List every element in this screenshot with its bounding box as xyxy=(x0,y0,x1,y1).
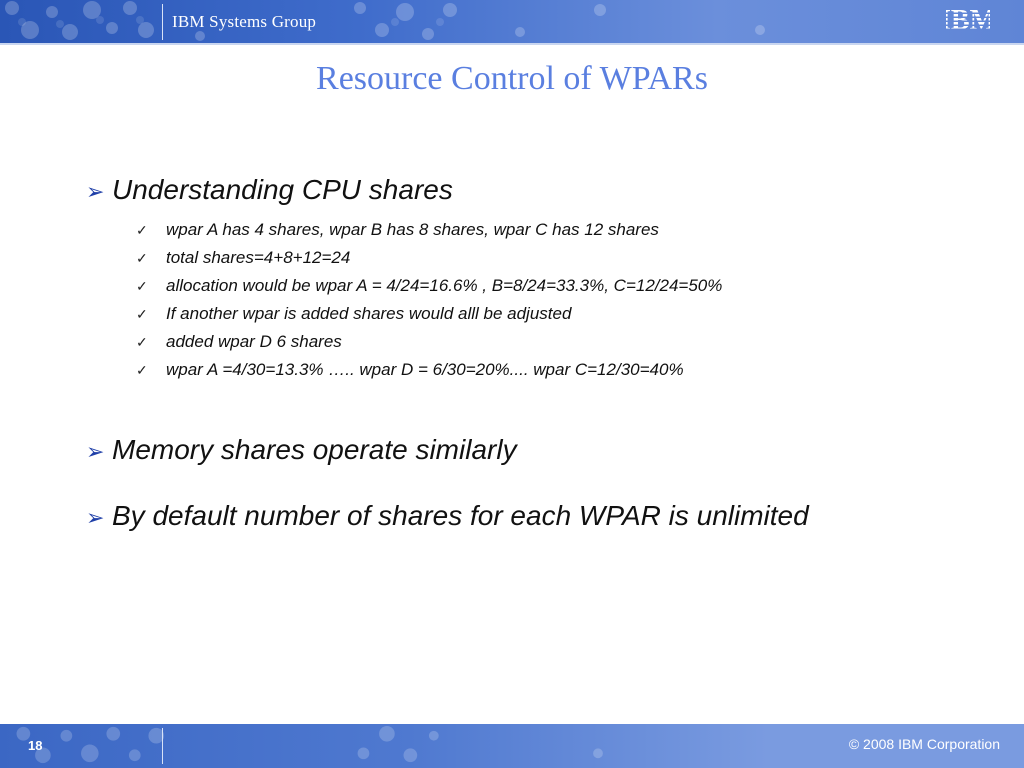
bullet-text: Understanding CPU shares xyxy=(112,174,453,205)
page-number: 18 xyxy=(28,738,43,753)
list-item-text: wpar A has 4 shares, wpar B has 8 shares… xyxy=(166,220,659,239)
list-item: ✓ added wpar D 6 shares xyxy=(136,328,986,356)
checkmark-icon: ✓ xyxy=(136,222,148,238)
footer-band: 18 © 2008 IBM Corporation xyxy=(0,724,1024,768)
list-item-text: allocation would be wpar A = 4/24=16.6% … xyxy=(166,276,723,295)
spacer xyxy=(86,384,986,432)
cpu-shares-sublist: ✓ wpar A has 4 shares, wpar B has 8 shar… xyxy=(86,216,986,384)
list-item-text: added wpar D 6 shares xyxy=(166,332,342,351)
slide-title: Resource Control of WPARs xyxy=(316,60,708,97)
checkmark-icon: ✓ xyxy=(136,362,148,378)
header-dot-pattern-icon xyxy=(5,1,765,41)
bullet-text: Memory shares operate similarly xyxy=(112,434,517,465)
list-item-text: total shares=4+8+12=24 xyxy=(166,248,351,267)
list-item: ✓ total shares=4+8+12=24 xyxy=(136,244,986,272)
checkmark-icon: ✓ xyxy=(136,278,148,294)
arrow-bullet-icon: ➢ xyxy=(86,505,105,530)
list-item: ✓ wpar A has 4 shares, wpar B has 8 shar… xyxy=(136,216,986,244)
list-item-text: If another wpar is added shares would al… xyxy=(166,304,572,323)
copyright-text: © 2008 IBM Corporation xyxy=(848,736,1000,752)
header-band: IBM Systems Group IBM xyxy=(0,0,1024,43)
bullet-memory-shares: ➢ Memory shares operate similarly xyxy=(86,432,986,470)
checkmark-icon: ✓ xyxy=(136,334,148,350)
list-item: ✓ If another wpar is added shares would … xyxy=(136,300,986,328)
footer-dot-pattern-icon xyxy=(16,725,603,764)
list-item: ✓ wpar A =4/30=13.3% ….. wpar D = 6/30=2… xyxy=(136,356,986,384)
bullet-cpu-shares: ➢ Understanding CPU shares xyxy=(86,172,986,210)
ibm-logo: IBM xyxy=(940,5,996,36)
arrow-bullet-icon: ➢ xyxy=(86,439,105,464)
list-item: ✓ allocation would be wpar A = 4/24=16.6… xyxy=(136,272,986,300)
spacer xyxy=(86,470,986,498)
bullet-text: By default number of shares for each WPA… xyxy=(112,500,809,531)
checkmark-icon: ✓ xyxy=(136,306,148,322)
checkmark-icon: ✓ xyxy=(136,250,148,266)
arrow-bullet-icon: ➢ xyxy=(86,179,105,204)
header-divider xyxy=(162,4,163,40)
bullet-default-shares: ➢ By default number of shares for each W… xyxy=(86,498,986,536)
header-rule xyxy=(0,43,1024,45)
list-item-text: wpar A =4/30=13.3% ….. wpar D = 6/30=20%… xyxy=(166,360,684,379)
slide-content: ➢ Understanding CPU shares ✓ wpar A has … xyxy=(86,172,986,536)
footer-divider xyxy=(162,728,163,764)
header-group-name: IBM Systems Group xyxy=(172,12,317,31)
